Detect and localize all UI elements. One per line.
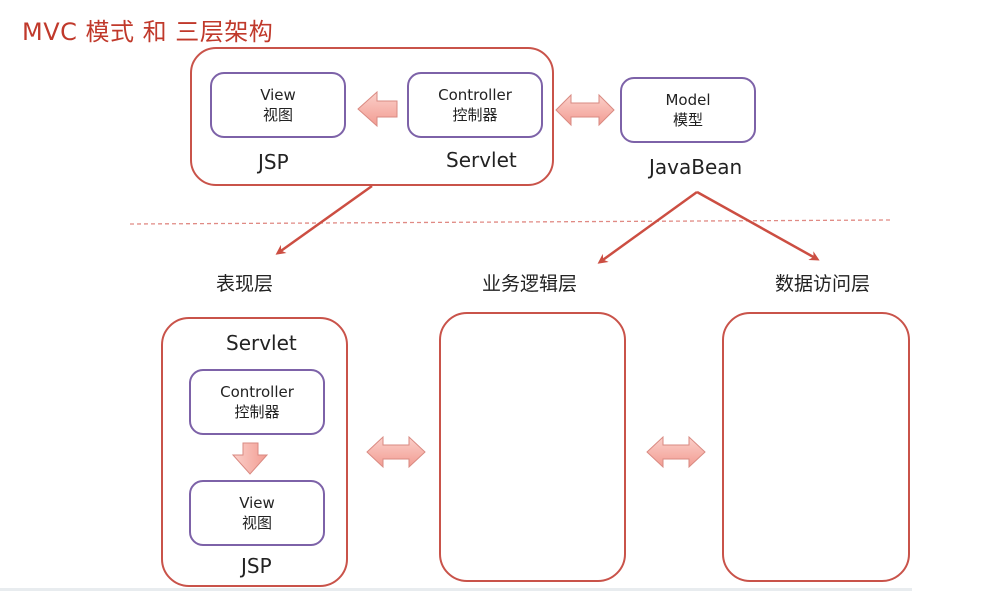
business-layer-box	[439, 312, 626, 582]
controller-label-en: Controller	[438, 86, 512, 104]
presentation-view-label-en: View	[239, 494, 275, 512]
business-data-double-arrow	[646, 435, 706, 469]
jsp-label: JSP	[258, 150, 289, 174]
presentation-controller-label-zh: 控制器	[234, 403, 280, 421]
presentation-controller-box: Controller 控制器	[189, 369, 325, 435]
page-title: MVC 模式 和 三层架构	[22, 18, 274, 46]
view-box: View 视图	[210, 72, 346, 138]
presentation-controller-to-view-arrow	[231, 442, 269, 475]
controller-label-zh: 控制器	[452, 106, 498, 124]
javabean-to-data-access-connector	[696, 190, 820, 261]
presentation-view-label-zh: 视图	[241, 514, 272, 532]
data-access-layer-box	[722, 312, 910, 582]
presentation-jsp-label: JSP	[241, 554, 272, 578]
view-label-zh: 视图	[262, 106, 293, 124]
javabean-label: JavaBean	[649, 155, 743, 179]
presentation-servlet-label: Servlet	[226, 331, 297, 355]
javabean-to-business-connector	[597, 190, 698, 264]
slide-bottom-edge	[0, 588, 912, 591]
controller-box: Controller 控制器	[407, 72, 543, 138]
mvc-to-presentation-connector	[275, 184, 373, 255]
business-layer-label: 业务逻辑层	[482, 273, 578, 295]
section-divider	[129, 219, 891, 225]
controller-model-double-arrow	[555, 93, 615, 127]
presentation-view-box: View 视图	[189, 480, 325, 546]
model-label-zh: 模型	[672, 111, 703, 129]
presentation-business-double-arrow	[366, 435, 426, 469]
presentation-layer-label: 表现层	[216, 273, 274, 295]
model-label-en: Model	[665, 91, 711, 109]
view-label-en: View	[260, 86, 296, 104]
presentation-controller-label-en: Controller	[220, 383, 294, 401]
model-box: Model 模型	[620, 77, 756, 143]
controller-to-view-arrow	[357, 90, 398, 128]
servlet-label: Servlet	[446, 148, 517, 172]
data-access-layer-label: 数据访问层	[775, 273, 871, 295]
